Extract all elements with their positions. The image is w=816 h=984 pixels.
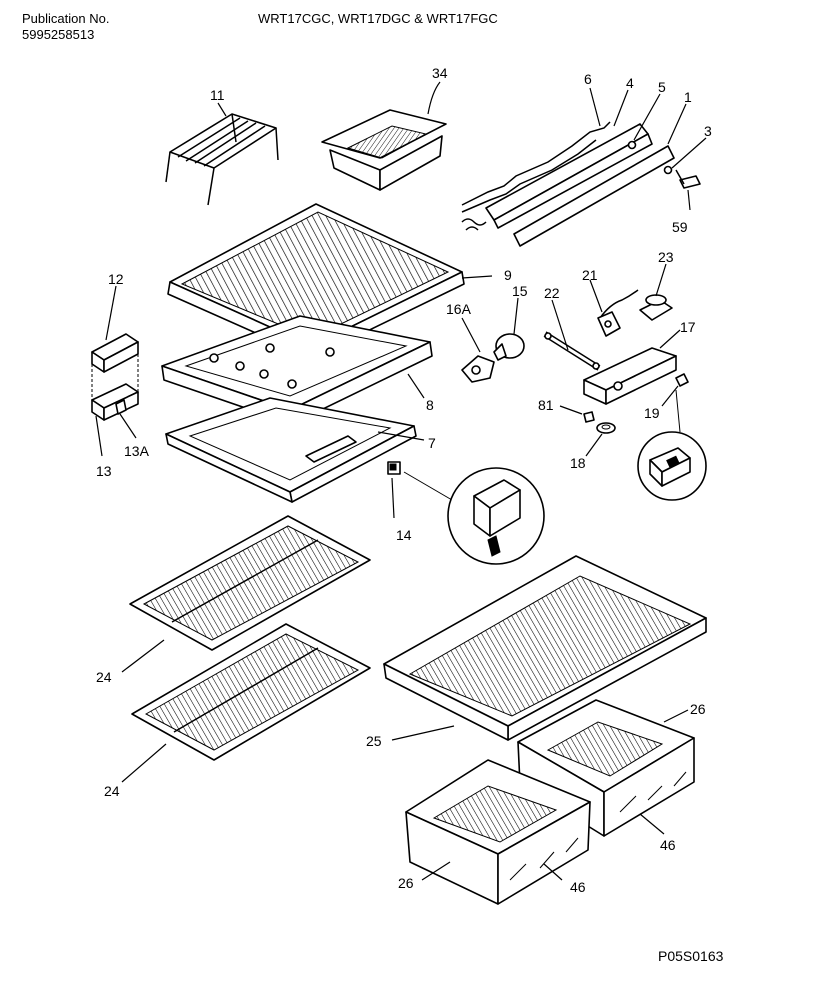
callout-6: 6 (584, 71, 592, 87)
callout-14: 14 (396, 527, 412, 543)
shelf-24-upper (121, 515, 371, 673)
callout-5: 5 (658, 79, 666, 95)
thermostat-wire (589, 279, 639, 337)
callout-21: 21 (582, 267, 598, 283)
callout-23: 23 (658, 249, 674, 265)
callout-4: 4 (626, 75, 634, 91)
callout-18: 18 (570, 455, 586, 471)
drawing-code: P05S0163 (658, 948, 724, 964)
callout-9: 9 (504, 267, 512, 283)
callout-19: 19 (644, 405, 660, 421)
light-bulb (493, 297, 525, 361)
callout-labels: 11 34 6 4 5 1 3 59 12 13 13A 9 8 7 14 16… (96, 65, 712, 895)
callout-22: 22 (544, 285, 560, 301)
light-rail-assembly (461, 87, 707, 247)
callout-7: 7 (428, 435, 436, 451)
callout-81: 81 (538, 397, 554, 413)
callout-24-lower: 24 (104, 783, 120, 799)
callout-11: 11 (210, 87, 225, 103)
callout-12: 12 (108, 271, 124, 287)
callout-16a: 16A (446, 301, 472, 317)
callout-13: 13 (96, 463, 112, 479)
cover-panel-7 (165, 397, 425, 503)
wire-shelf-small (165, 102, 279, 206)
callout-46-left: 46 (570, 879, 586, 895)
screw-81 (559, 405, 595, 423)
switch-14 (387, 461, 545, 565)
publication-number: 5995258513 (22, 27, 95, 42)
callout-1: 1 (684, 89, 692, 105)
callout-26-left: 26 (398, 875, 414, 891)
switch-19 (637, 373, 707, 501)
freezer-basket (321, 81, 447, 191)
callout-34: 34 (432, 65, 448, 81)
callout-15: 15 (512, 283, 528, 299)
callout-46-right: 46 (660, 837, 676, 853)
model-numbers: WRT17CGC, WRT17DGC & WRT17FGC (258, 11, 498, 26)
crisper-cover (383, 555, 707, 741)
callout-59: 59 (672, 219, 688, 235)
callout-25: 25 (366, 733, 382, 749)
shaft-22 (543, 299, 601, 371)
callout-13a: 13A (124, 443, 150, 459)
crisper-drawer-right (517, 699, 695, 837)
grommet-18 (585, 422, 616, 457)
screw-59 (675, 169, 701, 189)
crisper-drawer-left (405, 759, 591, 905)
control-knob-23 (639, 263, 673, 321)
callout-17: 17 (680, 319, 696, 335)
control-housing-17 (583, 329, 681, 405)
publication-label: Publication No. (22, 11, 110, 26)
light-socket (461, 317, 495, 383)
door-bucket-13 (91, 354, 139, 457)
callout-26-right: 26 (690, 701, 706, 717)
shelf-24-lower (121, 623, 371, 783)
callout-8: 8 (426, 397, 434, 413)
callout-3: 3 (704, 123, 712, 139)
door-bucket-12 (91, 285, 139, 373)
callout-24-upper: 24 (96, 669, 112, 685)
